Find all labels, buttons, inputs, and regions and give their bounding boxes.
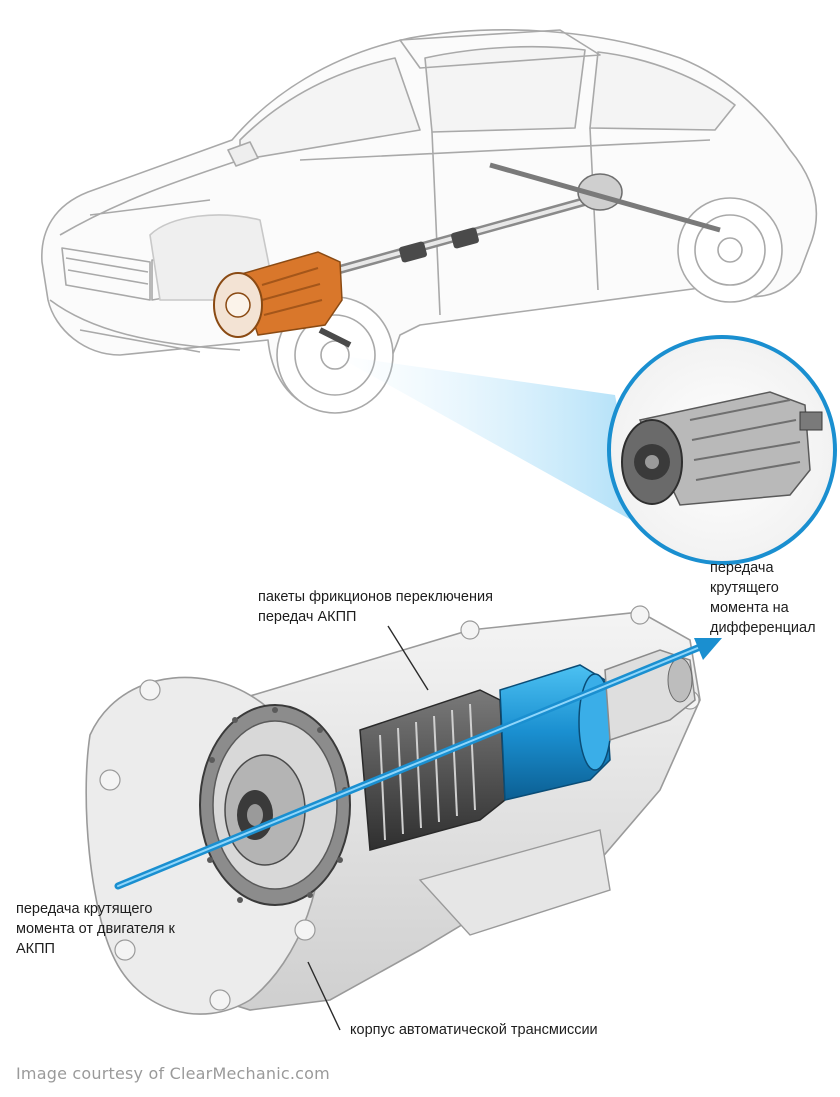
transmission-inset	[607, 335, 837, 565]
shaft-joint	[451, 227, 479, 249]
car-side-window-front	[424, 45, 586, 133]
car-mirror	[227, 141, 259, 167]
leader-lines	[307, 625, 429, 1031]
leader-housing	[307, 961, 341, 1031]
car-sunroof	[399, 29, 601, 69]
leader-clutch-packs	[387, 625, 429, 691]
front-driveshaft	[318, 327, 352, 348]
car-drivetrain	[213, 162, 721, 348]
label-clutch-packs: пакеты фрикционов переключения передач А…	[258, 589, 493, 625]
torque-flow-arrow	[114, 638, 722, 890]
car-hood	[59, 159, 241, 236]
label-torque-to-differential: передача крутящего момента на дифференци…	[710, 560, 816, 636]
inset-transmission-case	[638, 391, 811, 506]
callout-beam	[335, 355, 640, 525]
car-bumper	[49, 299, 241, 353]
shaft-joint	[399, 241, 427, 263]
image-credit: Image courtesy of ClearMechanic.com	[16, 1064, 330, 1083]
label-torque-from-engine: передача крутящего момента от двигателя …	[16, 901, 175, 957]
car-windshield	[239, 57, 421, 161]
rear-wheel	[677, 197, 783, 303]
label-transmission-housing: корпус автоматической трансмиссии	[350, 1022, 598, 1038]
cutaway-transmission	[85, 605, 701, 1015]
arrow-head	[694, 638, 722, 660]
car-side-window-rear	[589, 51, 736, 131]
rear-axle	[489, 162, 721, 233]
car-grille	[61, 247, 151, 301]
oil-pan	[418, 829, 611, 936]
